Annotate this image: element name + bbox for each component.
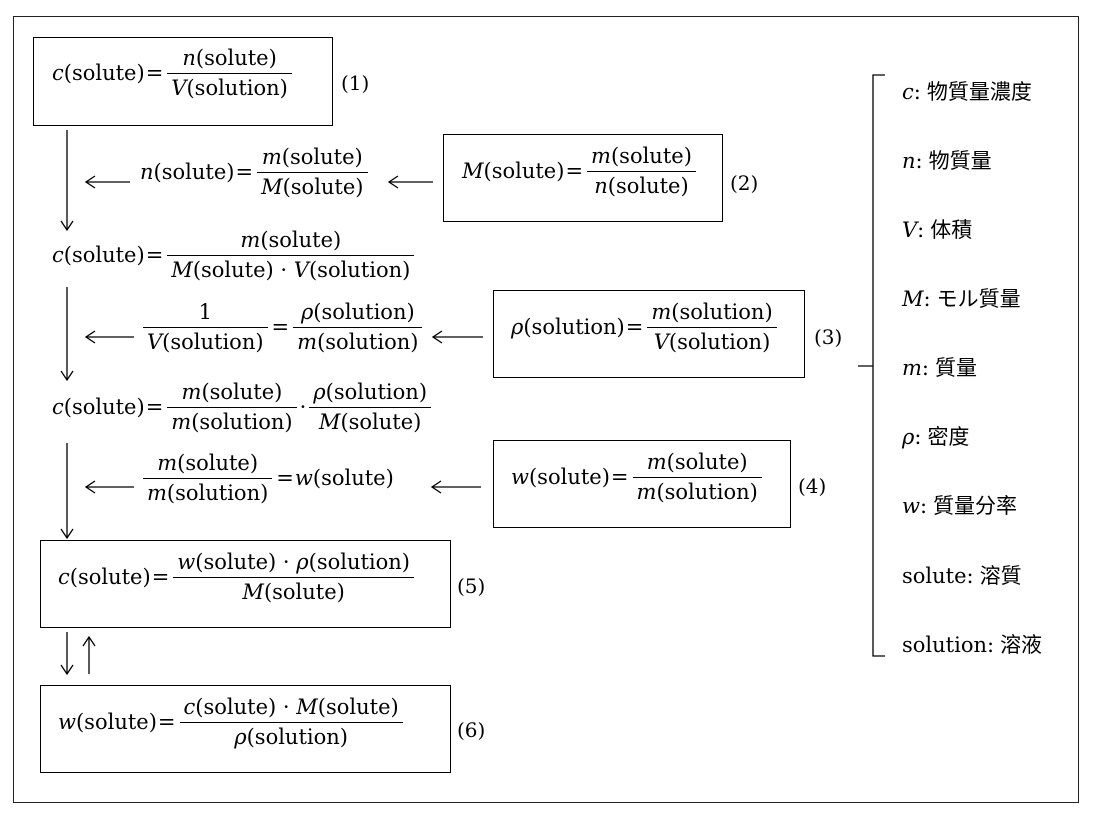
equation-3-tag: (3) xyxy=(814,325,843,349)
legend-separator: : xyxy=(914,425,922,449)
equation-5-box xyxy=(40,540,451,628)
legend-description: 溶液 xyxy=(1000,633,1043,657)
equation-1-tag: (1) xyxy=(341,71,370,95)
legend-symbol: m xyxy=(902,356,922,380)
legend-separator: : xyxy=(986,633,995,657)
legend-description: モル質量 xyxy=(936,287,1021,311)
equation-2-tag: (2) xyxy=(730,171,759,195)
legend-symbol: n xyxy=(902,149,916,173)
legend-item: M:モル質量 xyxy=(902,283,1021,313)
equation-2: M(solute)= m(solute)n(solute) xyxy=(462,146,699,197)
legend-item: c:物質量濃度 xyxy=(902,76,1032,106)
equation-4-box xyxy=(493,440,791,528)
equation-3: ρ(solution)= m(solution)V(solution) xyxy=(511,302,780,353)
derived-n-equation: n(solute)= m(solute)M(solute) xyxy=(140,147,371,198)
legend-description: 物質量濃度 xyxy=(926,80,1032,104)
legend-description: 質量分率 xyxy=(933,494,1018,518)
equation-2-box xyxy=(443,134,723,222)
legend-description: 体積 xyxy=(930,218,973,242)
legend-description: 溶質 xyxy=(979,564,1022,588)
legend-item: ρ:密度 xyxy=(902,421,969,451)
legend-symbol: V xyxy=(902,218,918,242)
legend-symbol: c xyxy=(902,80,914,104)
diagram-frame xyxy=(13,16,1079,803)
equation-1-box xyxy=(33,37,333,126)
legend-item: m:質量 xyxy=(902,352,977,382)
derived-c-equation-2: c(solute)= m(solute)m(solution) · ρ(solu… xyxy=(52,382,434,433)
legend-separator: : xyxy=(966,564,974,588)
legend-brace xyxy=(858,74,885,657)
equation-4-tag: (4) xyxy=(798,474,827,498)
equation-5-tag: (5) xyxy=(457,574,486,598)
equation-6-box xyxy=(40,685,451,773)
equation-6-tag: (6) xyxy=(457,718,486,742)
derived-w-equation: m(solute)m(solution) =w(solute) xyxy=(140,453,394,504)
legend-symbol: solution xyxy=(902,633,987,657)
equation-3-box xyxy=(493,290,805,378)
legend-item: V:体積 xyxy=(902,214,972,244)
legend-separator: : xyxy=(919,494,928,518)
legend-description: 質量 xyxy=(935,356,977,380)
legend-description: 物質量 xyxy=(928,149,992,173)
legend-symbol: w xyxy=(902,494,920,518)
legend-separator: : xyxy=(921,356,929,380)
legend-separator: : xyxy=(923,287,931,311)
legend-symbol: M xyxy=(902,287,924,311)
equation-5: c(solute)= w(solute) · ρ(solution)M(solu… xyxy=(58,552,417,603)
equation-4: w(solute)= m(solute)m(solution) xyxy=(511,452,765,503)
legend-separator: : xyxy=(915,149,923,173)
legend-item: n:物質量 xyxy=(902,145,992,175)
derived-c-equation-1: c(solute)= m(solute)M(solute) · V(soluti… xyxy=(52,230,417,281)
legend-symbol: solute xyxy=(902,564,967,588)
legend-symbol: ρ xyxy=(902,425,915,449)
equation-6: w(solute)= c(solute) · M(solute)ρ(soluti… xyxy=(58,697,406,748)
equation-1: c(solute)= n(solute)V(solution) xyxy=(52,48,295,99)
legend-description: 密度 xyxy=(927,425,970,449)
legend-separator: : xyxy=(913,80,921,104)
legend-item: solution:溶液 xyxy=(902,629,1042,659)
legend-separator: : xyxy=(917,218,925,242)
legend-item: solute:溶質 xyxy=(902,560,1022,590)
legend-item: w:質量分率 xyxy=(902,490,1017,520)
